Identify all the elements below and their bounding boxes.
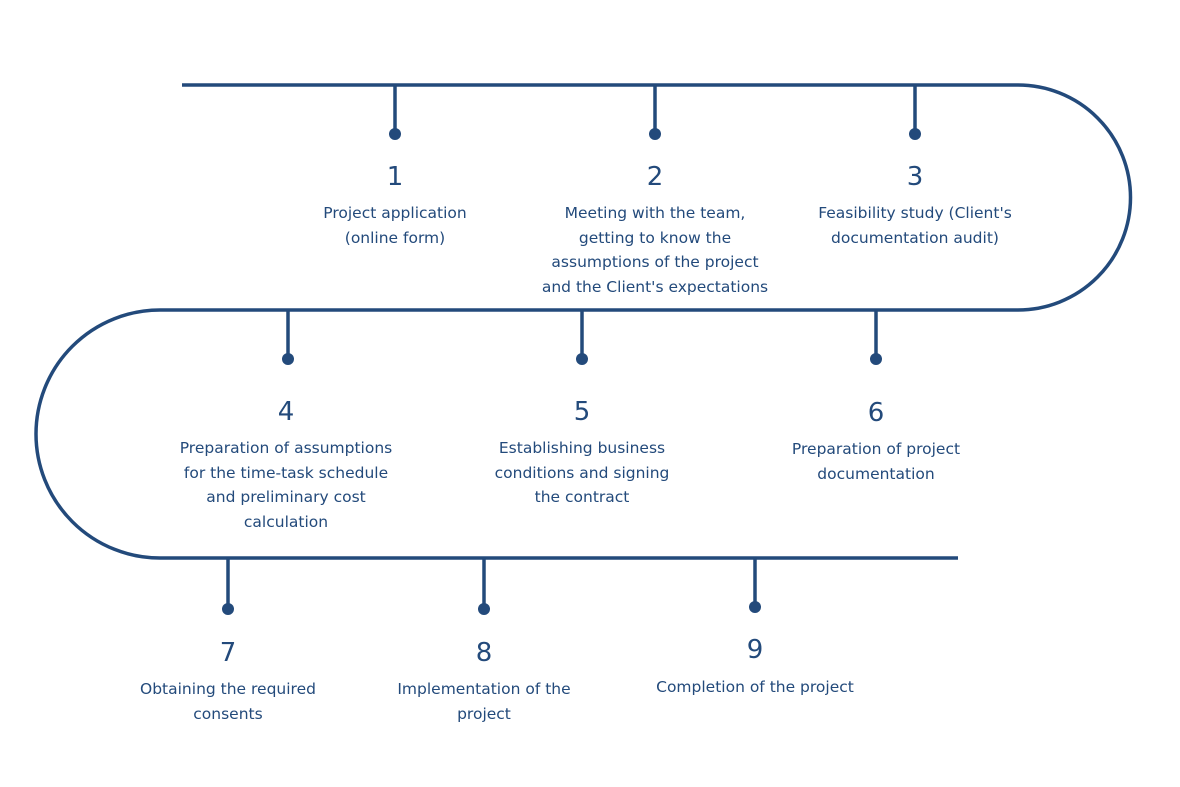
marker-dot xyxy=(389,128,401,140)
step-marker-3 xyxy=(909,85,921,140)
step-5-number: 5 xyxy=(573,397,591,427)
step-marker-2 xyxy=(649,85,661,140)
step-3-number: 3 xyxy=(906,162,924,192)
marker-dot xyxy=(870,353,882,365)
step-2-description: Meeting with the team, getting to know t… xyxy=(541,204,769,296)
step-marker-4 xyxy=(282,310,294,365)
step-6-number: 6 xyxy=(867,398,885,428)
step-9-number: 9 xyxy=(746,635,764,665)
step-7-description: Obtaining the required consents xyxy=(140,680,316,723)
marker-dot xyxy=(749,601,761,613)
step-4-number: 4 xyxy=(277,397,295,427)
step-5-description: Establishing business conditions and sig… xyxy=(494,439,670,506)
step-2-number: 2 xyxy=(646,162,664,192)
marker-dot xyxy=(478,603,490,615)
step-marker-5 xyxy=(576,310,588,365)
step-marker-7 xyxy=(222,558,234,615)
step-8-number: 8 xyxy=(475,638,493,668)
step-marker-8 xyxy=(478,558,490,615)
marker-dot xyxy=(576,353,588,365)
timeline-path xyxy=(34,83,1133,560)
step-9-description: Completion of the project xyxy=(656,678,854,696)
step-6-description: Preparation of project documentation xyxy=(791,440,961,483)
marker-dot xyxy=(282,353,294,365)
step-4-description: Preparation of assumptions for the time-… xyxy=(179,439,393,531)
step-marker-6 xyxy=(870,310,882,365)
step-1-description: Project application (online form) xyxy=(323,204,467,247)
step-8-description: Implementation of the project xyxy=(397,680,571,723)
marker-dot xyxy=(909,128,921,140)
step-3-description: Feasibility study (Client's documentatio… xyxy=(818,204,1012,247)
step-marker-1 xyxy=(389,85,401,140)
marker-dot xyxy=(649,128,661,140)
marker-dot xyxy=(222,603,234,615)
step-marker-9 xyxy=(749,558,761,613)
step-7-number: 7 xyxy=(219,638,237,668)
step-1-number: 1 xyxy=(386,162,404,192)
